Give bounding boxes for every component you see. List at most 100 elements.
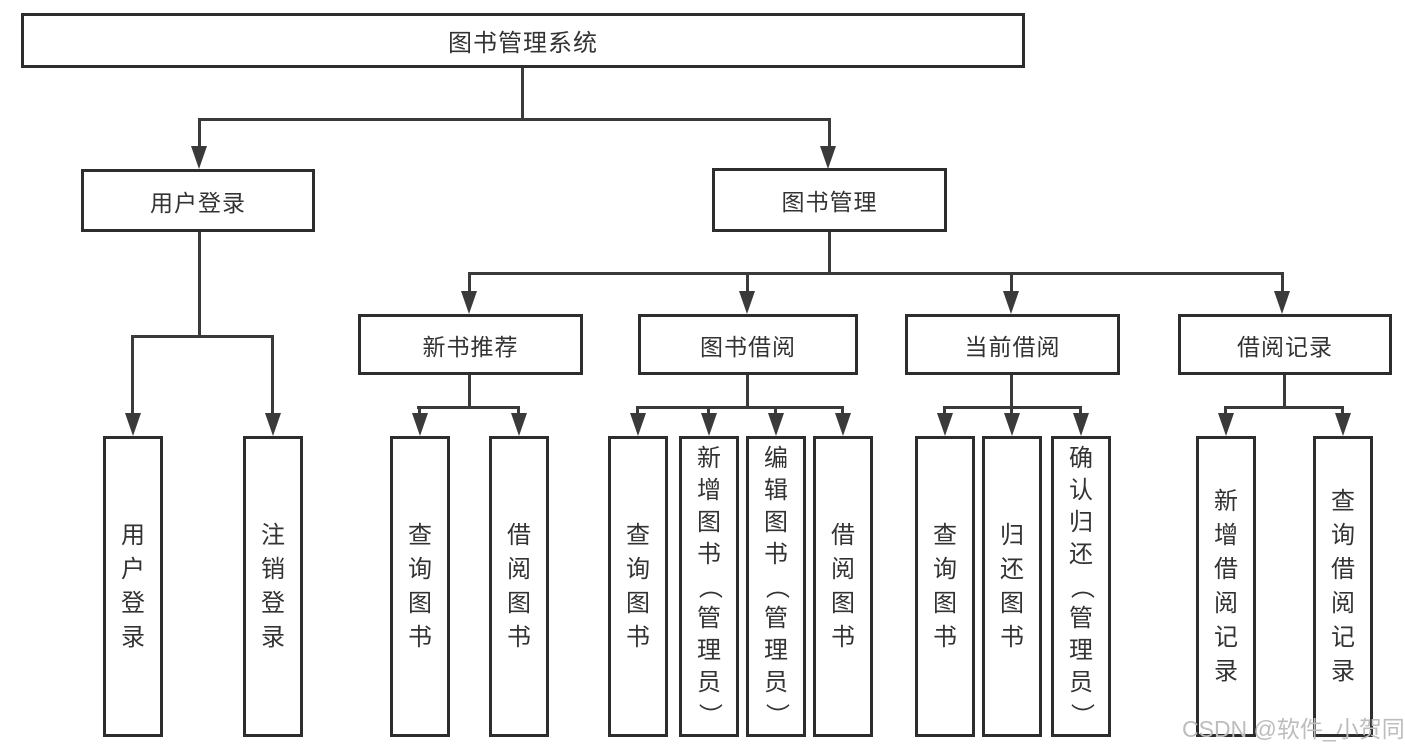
arrow-down-icon xyxy=(630,413,646,436)
vertical-label-char: 登 xyxy=(261,589,285,617)
vertical-label-char: 询 xyxy=(408,555,432,583)
vertical-label-char: 书 xyxy=(507,623,531,651)
arrow-down-icon xyxy=(1218,413,1234,436)
connector-line xyxy=(1224,406,1227,415)
vertical-label-char: 录 xyxy=(261,623,285,651)
vertical-label-char: 图 xyxy=(1000,589,1024,617)
leaf-edit-book-admin: 编辑图书（管理员） xyxy=(746,436,806,737)
vertical-label-char: 查 xyxy=(1331,487,1355,515)
leaf-return-books: 归还图书 xyxy=(982,436,1042,737)
connector-line xyxy=(468,375,471,409)
vertical-label-char: 书 xyxy=(831,623,855,651)
vertical-label-char: ） xyxy=(1068,702,1095,727)
node-current-borrowing: 当前借阅 xyxy=(905,314,1120,375)
connector-line xyxy=(636,406,639,415)
vertical-label-char: ） xyxy=(763,702,790,727)
vertical-label-char: 录 xyxy=(1331,657,1355,685)
vertical-label-char: 用 xyxy=(121,521,145,549)
arrow-down-icon xyxy=(125,413,141,436)
vertical-label-char: 图 xyxy=(626,589,650,617)
connector-line xyxy=(271,335,274,415)
connector-line xyxy=(198,232,201,338)
vertical-label-char: 借 xyxy=(507,521,531,549)
leaf-add-book-admin: 新增图书（管理员） xyxy=(679,436,739,737)
vertical-label-char: 阅 xyxy=(507,555,531,583)
connector-line xyxy=(1283,375,1286,409)
vertical-label-char: 询 xyxy=(1331,521,1355,549)
leaf-borrowing-borrow-books: 借阅图书 xyxy=(813,436,873,737)
connector-line xyxy=(1224,406,1344,409)
leaf-logout: 注销登录 xyxy=(243,436,303,737)
arrow-down-icon xyxy=(835,413,851,436)
connector-line xyxy=(521,68,524,121)
connector-line xyxy=(468,272,1284,275)
connector-line xyxy=(468,272,471,294)
vertical-label-char: 理 xyxy=(764,636,788,664)
arrow-down-icon xyxy=(739,291,755,314)
arrow-down-icon xyxy=(701,413,717,436)
vertical-label-char: 还 xyxy=(1000,555,1024,583)
vertical-label-char: 查 xyxy=(933,521,957,549)
connector-line xyxy=(943,406,1082,409)
vertical-label-char: 阅 xyxy=(831,555,855,583)
arrow-down-icon xyxy=(265,413,281,436)
connector-line xyxy=(841,406,844,415)
vertical-label-char: 录 xyxy=(1214,657,1238,685)
vertical-label-char: 图 xyxy=(408,589,432,617)
vertical-label-char: 查 xyxy=(626,521,650,549)
vertical-label-char: 新 xyxy=(1214,487,1238,515)
vertical-label-char: 记 xyxy=(1214,623,1238,651)
vertical-label-char: （ xyxy=(696,574,723,599)
connector-line xyxy=(774,406,777,415)
connector-line xyxy=(417,406,520,409)
node-user-login: 用户登录 xyxy=(81,169,315,232)
connector-line xyxy=(418,406,421,415)
connector-line xyxy=(1341,406,1344,415)
vertical-label-char: 登 xyxy=(121,589,145,617)
vertical-label-char: 员 xyxy=(1069,668,1093,696)
vertical-label-char: 归 xyxy=(1069,508,1093,536)
connector-line xyxy=(1281,272,1284,294)
arrow-down-icon xyxy=(1004,413,1020,436)
vertical-label-char: 编 xyxy=(764,444,788,472)
connector-line xyxy=(1010,272,1013,294)
vertical-label-char: 增 xyxy=(1214,521,1238,549)
vertical-label-char: 管 xyxy=(1069,604,1093,632)
vertical-label-char: 借 xyxy=(1331,555,1355,583)
leaf-current-query-books: 查询图书 xyxy=(915,436,975,737)
connector-line xyxy=(198,118,831,121)
node-book-borrowing: 图书借阅 xyxy=(638,314,858,375)
vertical-label-char: 销 xyxy=(261,555,285,583)
vertical-label-char: 理 xyxy=(697,636,721,664)
vertical-label-char: 记 xyxy=(1331,623,1355,651)
vertical-label-char: 图 xyxy=(831,589,855,617)
node-library-management-system: 图书管理系统 xyxy=(21,13,1025,68)
vertical-label-char: （ xyxy=(763,574,790,599)
leaf-user-login: 用户登录 xyxy=(103,436,163,737)
leaf-add-borrow-record: 新增借阅记录 xyxy=(1196,436,1256,737)
leaf-recommend-borrow-books: 借阅图书 xyxy=(489,436,549,737)
connector-line xyxy=(131,335,134,415)
arrow-down-icon xyxy=(1003,291,1019,314)
arrow-down-icon xyxy=(768,413,784,436)
vertical-label-char: 户 xyxy=(121,555,145,583)
watermark: CSDN @软件_小贺同学 xyxy=(1182,716,1405,742)
vertical-label-char: 员 xyxy=(697,668,721,696)
leaf-borrowing-query-books: 查询图书 xyxy=(608,436,668,737)
vertical-label-char: 图 xyxy=(507,589,531,617)
vertical-label-char: 录 xyxy=(121,623,145,651)
vertical-label-char: 管 xyxy=(697,604,721,632)
leaf-query-borrow-record: 查询借阅记录 xyxy=(1313,436,1373,737)
node-new-book-recommend: 新书推荐 xyxy=(358,314,583,375)
arrow-down-icon xyxy=(1335,413,1351,436)
vertical-label-char: 辑 xyxy=(764,476,788,504)
connector-line xyxy=(198,118,201,150)
connector-line xyxy=(746,272,749,294)
vertical-label-char: 新 xyxy=(697,444,721,472)
vertical-label-char: 还 xyxy=(1069,540,1093,568)
connector-line xyxy=(707,406,710,415)
connector-line xyxy=(1010,375,1013,409)
connector-line xyxy=(828,118,831,150)
node-borrowing-records: 借阅记录 xyxy=(1178,314,1392,375)
